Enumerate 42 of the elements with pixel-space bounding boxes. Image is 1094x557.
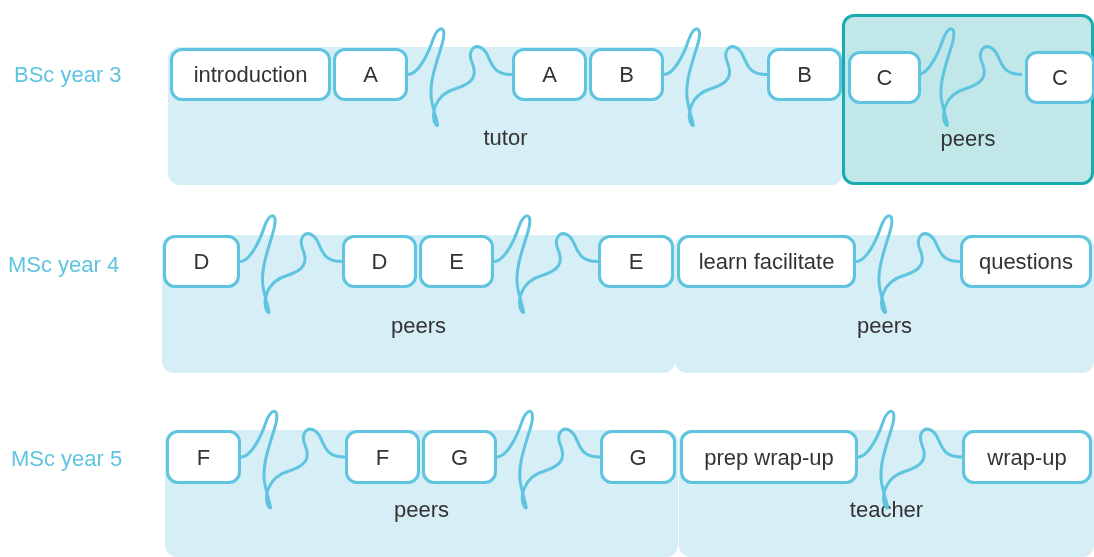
row-label: MSc year 5 bbox=[11, 445, 123, 473]
squiggle-connector bbox=[240, 410, 346, 509]
squiggle-connector bbox=[493, 214, 599, 313]
squiggle-connector bbox=[855, 214, 961, 313]
group-label: peers bbox=[389, 312, 447, 340]
row-label: MSc year 4 bbox=[8, 251, 120, 279]
group-label: peers bbox=[939, 125, 997, 153]
step-box: C bbox=[1025, 51, 1094, 104]
step-box: wrap-up bbox=[962, 430, 1092, 484]
step-box: introduction bbox=[170, 48, 331, 101]
group-band bbox=[165, 430, 678, 557]
step-box: D bbox=[163, 235, 240, 288]
step-box: D bbox=[342, 235, 417, 288]
step-box: F bbox=[345, 430, 420, 484]
row-label: BSc year 3 bbox=[14, 61, 122, 89]
group-label: teacher bbox=[848, 496, 925, 524]
squiggle-connector bbox=[239, 214, 343, 313]
squiggle-connector bbox=[857, 410, 963, 509]
step-box: B bbox=[767, 48, 842, 101]
step-box: B bbox=[589, 48, 664, 101]
group-label: peers bbox=[392, 496, 450, 524]
step-box: E bbox=[598, 235, 674, 288]
group-label: peers bbox=[855, 312, 913, 340]
group-band bbox=[679, 430, 1094, 557]
highlighted-group-band bbox=[842, 14, 1094, 185]
step-box: C bbox=[848, 51, 921, 104]
step-box: questions bbox=[960, 235, 1092, 288]
step-box: G bbox=[422, 430, 497, 484]
step-box: prep wrap-up bbox=[680, 430, 858, 484]
group-band bbox=[675, 235, 1094, 373]
step-box: learn facilitate bbox=[677, 235, 856, 288]
squiggle-connector bbox=[407, 27, 513, 126]
group-band bbox=[162, 235, 675, 373]
step-box: F bbox=[166, 430, 241, 484]
step-box: E bbox=[419, 235, 494, 288]
group-label: tutor bbox=[482, 124, 529, 152]
step-box: A bbox=[333, 48, 408, 101]
squiggle-connector bbox=[663, 27, 768, 126]
step-box: G bbox=[600, 430, 676, 484]
step-box: A bbox=[512, 48, 587, 101]
squiggle-connector bbox=[496, 410, 601, 509]
group-band bbox=[168, 47, 843, 185]
